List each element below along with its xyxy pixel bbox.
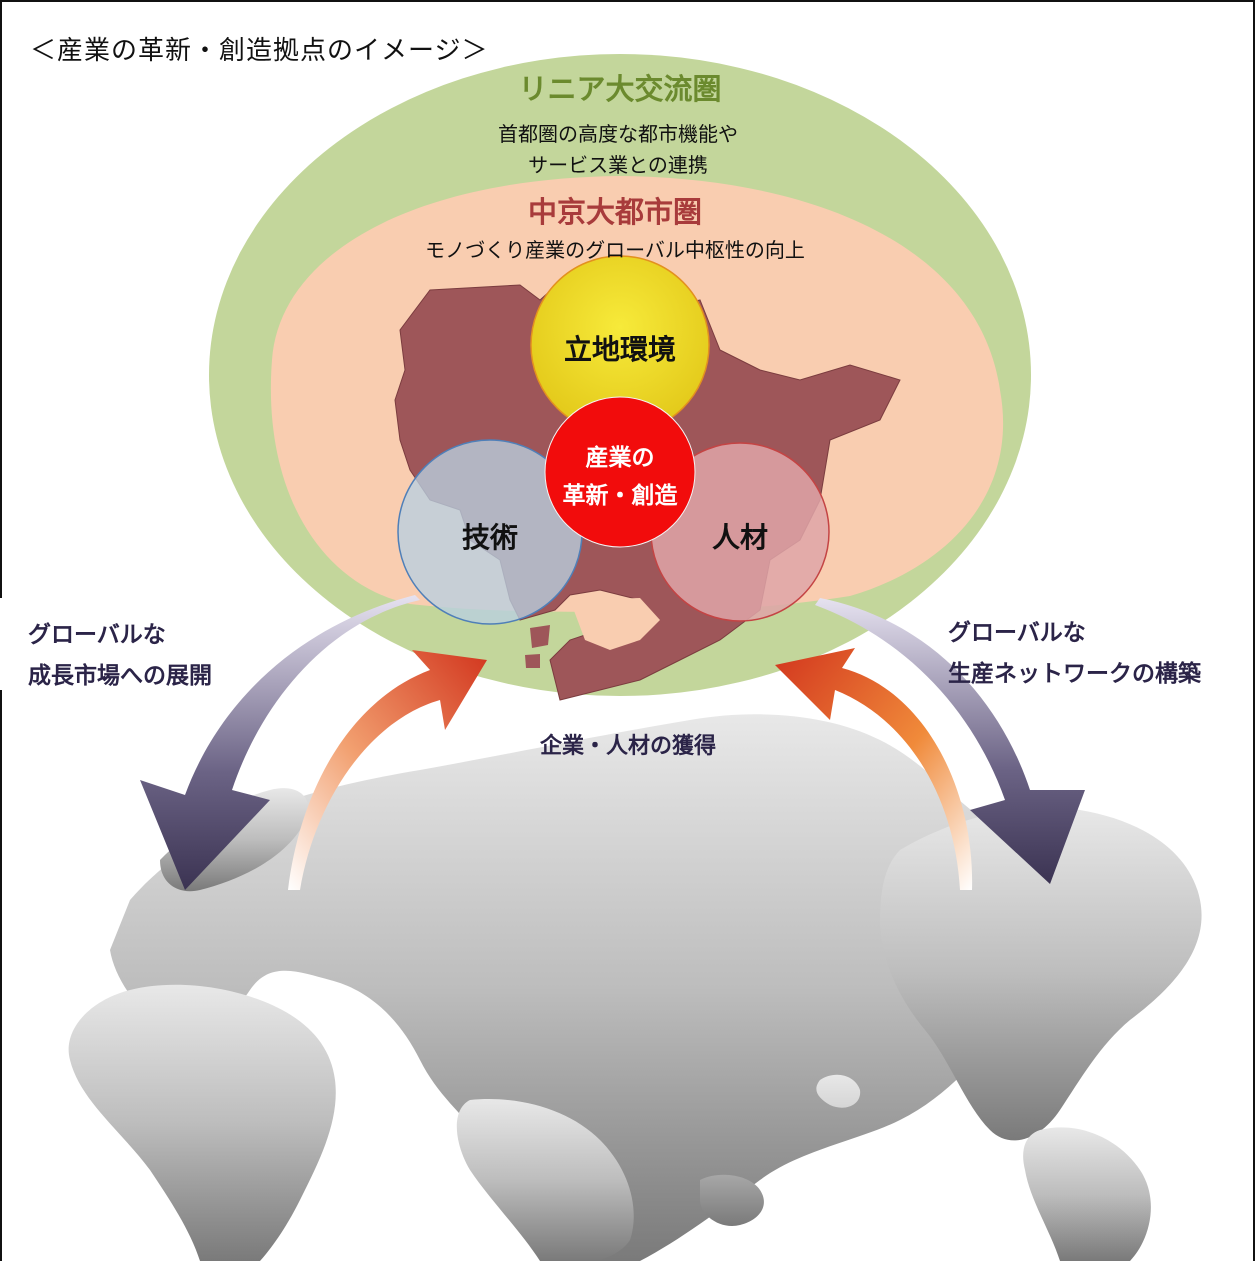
right-purple-arrow bbox=[815, 598, 1085, 884]
technology-label: 技術 bbox=[461, 521, 518, 554]
world-asia-south bbox=[456, 1099, 634, 1261]
left-purple-arrow bbox=[140, 595, 420, 890]
prefecture-bay bbox=[570, 598, 660, 650]
center-caption: 企業・人材の獲得 bbox=[539, 734, 716, 759]
core-label-line2: 革新・創造 bbox=[562, 483, 678, 509]
inner-zone-title: 中京大都市圏 bbox=[527, 195, 702, 229]
outer-zone-desc-line2: サービス業との連携 bbox=[528, 153, 708, 177]
inner-zone-desc: モノづくり産業のグローバル中枢性の向上 bbox=[425, 238, 805, 262]
world-islands bbox=[700, 1074, 861, 1226]
page-title: ＜産業の革新・創造拠点のイメージ＞ bbox=[30, 36, 489, 66]
talent-label: 人材 bbox=[711, 521, 768, 554]
left-orange-arrow bbox=[288, 650, 487, 890]
left-margin-gap bbox=[0, 598, 10, 690]
left-caption-line2: 成長市場への展開 bbox=[28, 663, 212, 689]
left-caption-line1: グローバルな bbox=[28, 622, 166, 648]
right-caption-line2: 生産ネットワークの構築 bbox=[948, 661, 1201, 687]
core-label-line1: 産業の bbox=[585, 445, 655, 471]
world-map bbox=[68, 714, 1202, 1261]
world-africa bbox=[68, 984, 336, 1261]
right-caption-line1: グローバルな bbox=[948, 620, 1086, 646]
world-eurasia bbox=[110, 714, 1150, 1261]
location-label: 立地環境 bbox=[563, 333, 676, 366]
world-south-america bbox=[1023, 1127, 1151, 1261]
outer-zone-title: リニア大交流圏 bbox=[518, 72, 722, 106]
world-north-america bbox=[880, 807, 1202, 1141]
outer-zone-desc-line1: 首都圏の高度な都市機能や bbox=[498, 122, 738, 146]
prefecture-islet bbox=[525, 625, 550, 668]
right-orange-arrow bbox=[775, 648, 973, 890]
core-circle bbox=[544, 396, 696, 548]
